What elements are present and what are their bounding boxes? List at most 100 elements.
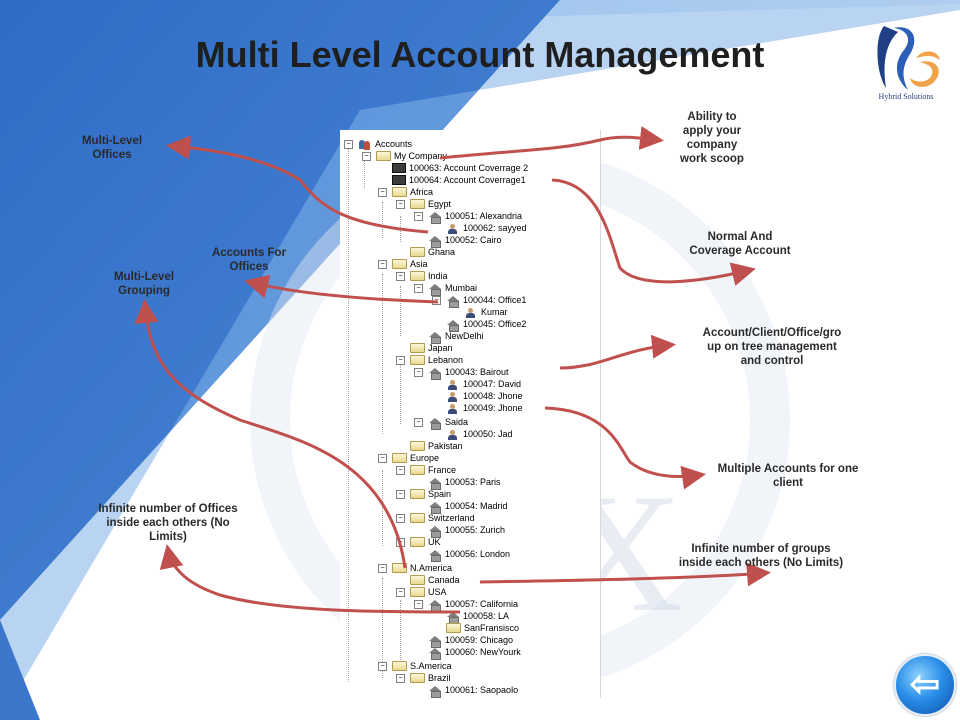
back-button[interactable]: ⇦ xyxy=(894,654,956,716)
tree-node[interactable]: −Europe xyxy=(378,452,439,464)
tree-node[interactable]: −N.America xyxy=(378,562,452,574)
collapse-icon[interactable]: − xyxy=(396,490,405,499)
collapse-icon[interactable]: − xyxy=(378,662,387,671)
tree-node[interactable]: 100048: Jhone xyxy=(446,390,523,402)
tree-node[interactable]: Pakistan xyxy=(410,440,463,452)
client-icon xyxy=(464,307,478,318)
tree-node[interactable]: −Switzerland xyxy=(396,512,475,524)
tree-node[interactable]: −My Company xyxy=(362,150,447,162)
folder-icon xyxy=(410,342,425,353)
tree-node[interactable]: 100050: Jad xyxy=(446,428,513,440)
tree-node[interactable]: 100053: Paris xyxy=(428,476,501,490)
folder-icon xyxy=(410,574,425,585)
office-icon xyxy=(428,367,442,380)
collapse-icon[interactable]: − xyxy=(396,356,405,365)
label-infinite-offices: Infinite number of Offices inside each o… xyxy=(98,503,238,543)
folder-icon xyxy=(410,586,425,597)
collapse-icon[interactable]: − xyxy=(396,674,405,683)
office-icon xyxy=(446,295,460,308)
collapse-icon[interactable]: − xyxy=(344,140,353,149)
office-icon xyxy=(428,283,442,296)
tree-node[interactable]: 100045: Office2 xyxy=(446,318,526,332)
tree-node[interactable]: −Africa xyxy=(378,186,433,198)
tree-node[interactable]: 100058: LA xyxy=(446,610,509,624)
tree-node[interactable]: 100054: Madrid xyxy=(428,500,508,514)
label-tree-management: Account/Client/Office/gro up on tree man… xyxy=(702,327,842,367)
folder-icon xyxy=(410,440,425,451)
tree-node[interactable]: −Egypt xyxy=(396,198,451,210)
tree-node[interactable]: 100047: David xyxy=(446,378,521,390)
collapse-icon[interactable]: − xyxy=(396,588,405,597)
client-icon xyxy=(446,379,460,390)
collapse-icon[interactable]: − xyxy=(414,284,423,293)
tree-node[interactable]: 100061: Saopaolo xyxy=(428,684,518,698)
tree-node[interactable]: 100049: Jhone xyxy=(446,402,523,414)
tree-node[interactable]: −USA xyxy=(396,586,447,598)
collapse-icon[interactable]: − xyxy=(378,564,387,573)
tree-node[interactable]: −100051: Alexandria xyxy=(414,210,522,224)
folder-icon xyxy=(392,258,407,269)
tree-node[interactable]: Kumar xyxy=(464,306,508,318)
tree-node[interactable]: −Spain xyxy=(396,488,451,500)
tree-node[interactable]: −Brazil xyxy=(396,672,451,684)
tree-node[interactable]: −100057: California xyxy=(414,598,518,612)
tree-node[interactable]: −Lebanon xyxy=(396,354,463,366)
tree-node[interactable]: −100043: Bairout xyxy=(414,366,509,380)
tree-node-accounts[interactable]: −Accounts xyxy=(344,138,412,150)
tree-node[interactable]: −100044: Office1 xyxy=(432,294,526,308)
folder-icon xyxy=(392,660,407,671)
folder-icon xyxy=(410,246,425,257)
accounts-group-icon xyxy=(358,139,372,150)
tree-node[interactable]: 100059: Chicago xyxy=(428,634,513,648)
tree-node[interactable]: −Mumbai xyxy=(414,282,477,296)
collapse-icon[interactable]: − xyxy=(378,188,387,197)
office-icon xyxy=(446,319,460,332)
tree-node[interactable]: 100052: Cairo xyxy=(428,234,502,248)
tree-node[interactable]: NewDelhi xyxy=(428,330,484,344)
collapse-icon[interactable]: − xyxy=(414,368,423,377)
folder-icon xyxy=(392,452,407,463)
tree-node[interactable]: Japan xyxy=(410,342,453,354)
collapse-icon[interactable]: − xyxy=(396,200,405,209)
collapse-icon[interactable]: − xyxy=(414,212,423,221)
office-icon xyxy=(428,211,442,224)
office-icon xyxy=(428,525,442,538)
tree-node[interactable]: 100064: Account Coverrage1 xyxy=(392,174,526,186)
tree-node[interactable]: 100055: Zurich xyxy=(428,524,505,538)
tree-node[interactable]: −France xyxy=(396,464,456,476)
tree-node[interactable]: Ghana xyxy=(410,246,455,258)
tree-node[interactable]: 100062: sayyed xyxy=(446,222,527,234)
collapse-icon[interactable]: − xyxy=(432,296,441,305)
tree-node[interactable]: 100063: Account Coverrage 2 xyxy=(392,162,528,174)
office-icon xyxy=(428,417,442,430)
tree-node[interactable]: −Saida xyxy=(414,416,468,430)
tree-node[interactable]: SanFransisco xyxy=(446,622,519,634)
collapse-icon[interactable]: − xyxy=(396,538,405,547)
collapse-icon[interactable]: − xyxy=(414,600,423,609)
folder-icon xyxy=(410,536,425,547)
tree-node[interactable]: Canada xyxy=(410,574,460,586)
logo-caption: Hybrid Solutions xyxy=(878,92,934,101)
tree-node[interactable]: −India xyxy=(396,270,448,282)
folder-icon xyxy=(410,672,425,683)
collapse-icon[interactable]: − xyxy=(378,260,387,269)
collapse-icon[interactable]: − xyxy=(362,152,371,161)
tree-node[interactable]: 100056: London xyxy=(428,548,510,562)
collapse-icon[interactable]: − xyxy=(396,514,405,523)
label-multiple-accounts: Multiple Accounts for one client xyxy=(717,463,859,489)
folder-icon xyxy=(410,488,425,499)
collapse-icon[interactable]: − xyxy=(414,418,423,427)
label-accounts-for-offices: Accounts For Offices xyxy=(211,247,287,273)
office-icon xyxy=(428,599,442,612)
collapse-icon[interactable]: − xyxy=(396,272,405,281)
hs-logo-icon xyxy=(877,26,940,90)
tree-node[interactable]: −Asia xyxy=(378,258,428,270)
tree-node[interactable]: −UK xyxy=(396,536,441,548)
office-icon xyxy=(428,331,442,344)
tree-node[interactable]: 100060: NewYourk xyxy=(428,646,521,660)
account-tree[interactable]: −Accounts −My Company 100063: Account Co… xyxy=(340,130,601,698)
tree-node[interactable]: −S.America xyxy=(378,660,452,672)
collapse-icon[interactable]: − xyxy=(378,454,387,463)
collapse-icon[interactable]: − xyxy=(396,466,405,475)
folder-icon xyxy=(410,512,425,523)
